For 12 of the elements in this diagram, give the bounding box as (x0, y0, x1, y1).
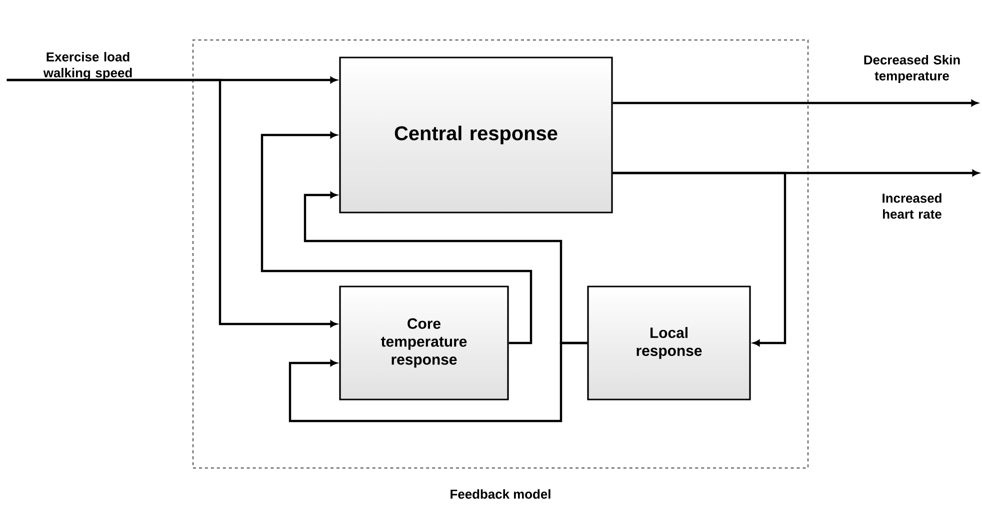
arrow (288, 342, 588, 422)
arrow (612, 100, 978, 106)
arrow (6, 78, 337, 328)
arrow (612, 172, 786, 346)
signal-label: Increased heart rate (882, 193, 942, 219)
frame-label: Feedback model (450, 489, 550, 499)
process-box: Local response (587, 286, 751, 400)
signal-label: Exercise load walking speed (43, 52, 132, 80)
process-box: Core temperature response (339, 286, 509, 400)
signal-label: Decreased Skin temperature (864, 54, 960, 83)
process-box: Central response (339, 56, 613, 214)
arrow (260, 132, 532, 344)
